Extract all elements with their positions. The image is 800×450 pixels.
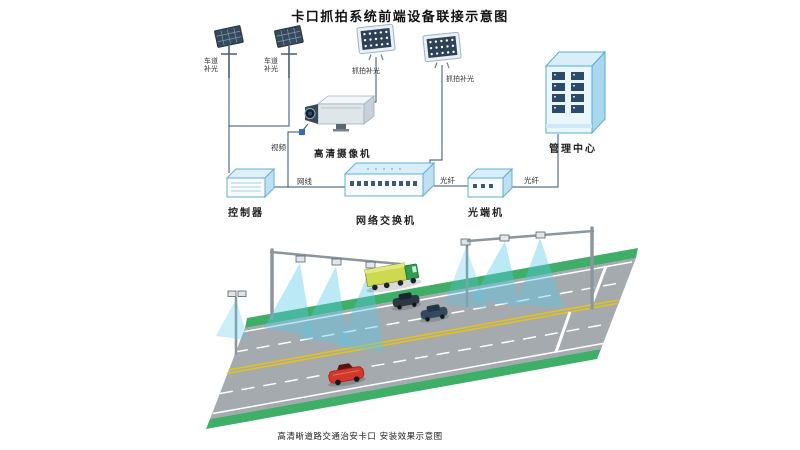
lane-fill-light-2 <box>274 25 304 78</box>
truck <box>364 262 422 293</box>
sedan-dark-1 <box>391 292 422 311</box>
surveillance-cones-left <box>264 263 384 352</box>
link-fiber-1-label: 光纤 <box>440 176 455 185</box>
optical-transceiver-box <box>466 167 514 199</box>
gantry-right <box>466 226 595 310</box>
capture-light-1-label: 抓拍补光 <box>352 67 380 75</box>
management-cabinet <box>544 50 607 135</box>
surveillance-cones-right <box>472 238 564 308</box>
link-fiber-2-label: 光纤 <box>524 176 539 185</box>
link-network-label: 网线 <box>297 177 312 186</box>
red-car <box>328 363 366 387</box>
capture-fill-light-1 <box>356 23 396 61</box>
lane-light-2-label: 车道补光 <box>264 57 278 73</box>
camera-label: 高清摄像机 <box>314 149 372 160</box>
page-title: 卡口抓拍系统前端设备联接示意图 <box>291 10 509 25</box>
road-scene-caption: 高清晰道路交通治安卡口 安装效果示意图 <box>277 432 443 442</box>
link-video-label: 视频 <box>271 143 286 152</box>
sedan-dark-2 <box>419 304 450 323</box>
optical-label: 光端机 <box>468 208 504 219</box>
network-switch-box <box>343 161 436 198</box>
connection-wires <box>228 57 559 188</box>
road-surface <box>206 248 638 429</box>
gantry-left <box>269 248 402 320</box>
lane-fill-light-1 <box>214 25 244 78</box>
roadside-camera-pole-left <box>216 290 248 356</box>
video-connector-dot <box>299 129 305 135</box>
hd-camera <box>304 95 376 132</box>
controller-box <box>225 167 276 199</box>
controller-label: 控制器 <box>228 208 264 219</box>
lane-light-1-label: 车道补光 <box>204 57 218 73</box>
capture-light-2-label: 抓拍补光 <box>446 75 474 83</box>
switch-label: 网络交换机 <box>356 216 416 227</box>
management-label: 管理中心 <box>549 144 597 155</box>
capture-fill-light-2 <box>422 31 462 69</box>
